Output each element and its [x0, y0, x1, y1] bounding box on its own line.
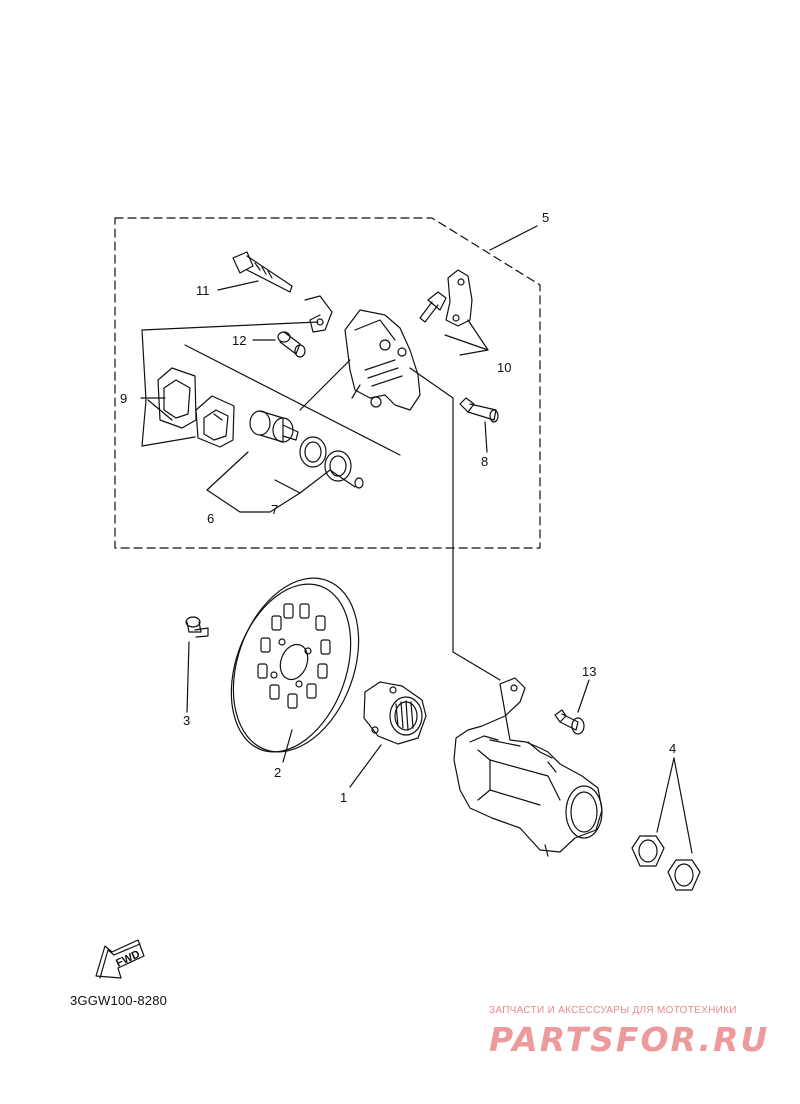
label-part-7: 7 — [271, 502, 279, 517]
label-part-2: 2 — [274, 765, 282, 780]
hub-1 — [363, 681, 427, 745]
caliper-link-line — [409, 367, 501, 681]
seals-7 — [299, 436, 364, 489]
bolt-13 — [554, 709, 585, 735]
label-part-1: 1 — [340, 790, 348, 805]
watermark-logo: PARTSFOR.RU — [489, 1020, 770, 1059]
pad-clip — [304, 295, 333, 333]
label-part-10: 10 — [497, 360, 512, 375]
brake-disc-2 — [230, 577, 360, 753]
caliper-body — [344, 309, 421, 411]
drawing-code: 3GGW100-8280 — [70, 993, 168, 1008]
label-part-11: 11 — [196, 283, 210, 298]
watermark-tagline: ЗАПЧАСТИ И АКСЕССУАРЫ ДЛЯ МОТОТЕХНИКИ — [489, 1005, 737, 1016]
bleeder-screw-12 — [277, 331, 306, 358]
label-part-6: 6 — [207, 511, 215, 526]
axle-housing — [453, 677, 603, 857]
label-part-3: 3 — [183, 713, 191, 728]
label-part-8: 8 — [481, 454, 489, 469]
bracket-10 — [419, 269, 473, 327]
piston-6 — [249, 410, 299, 443]
leader-lines — [140, 225, 693, 854]
fwd-arrow-text: FWD — [114, 948, 142, 969]
nuts-4 — [631, 835, 701, 891]
assembly-5-boundary — [114, 217, 541, 549]
bolt-8 — [459, 397, 499, 423]
label-part-5: 5 — [542, 210, 550, 225]
brake-pads-9 — [157, 367, 235, 448]
screw-3 — [185, 616, 209, 638]
label-part-9: 9 — [120, 391, 128, 406]
label-part-13: 13 — [582, 664, 597, 679]
pin-bolt-11 — [232, 251, 293, 293]
label-part-12: 12 — [232, 333, 247, 348]
fwd-arrow-icon — [95, 939, 145, 979]
label-part-4: 4 — [669, 741, 677, 756]
